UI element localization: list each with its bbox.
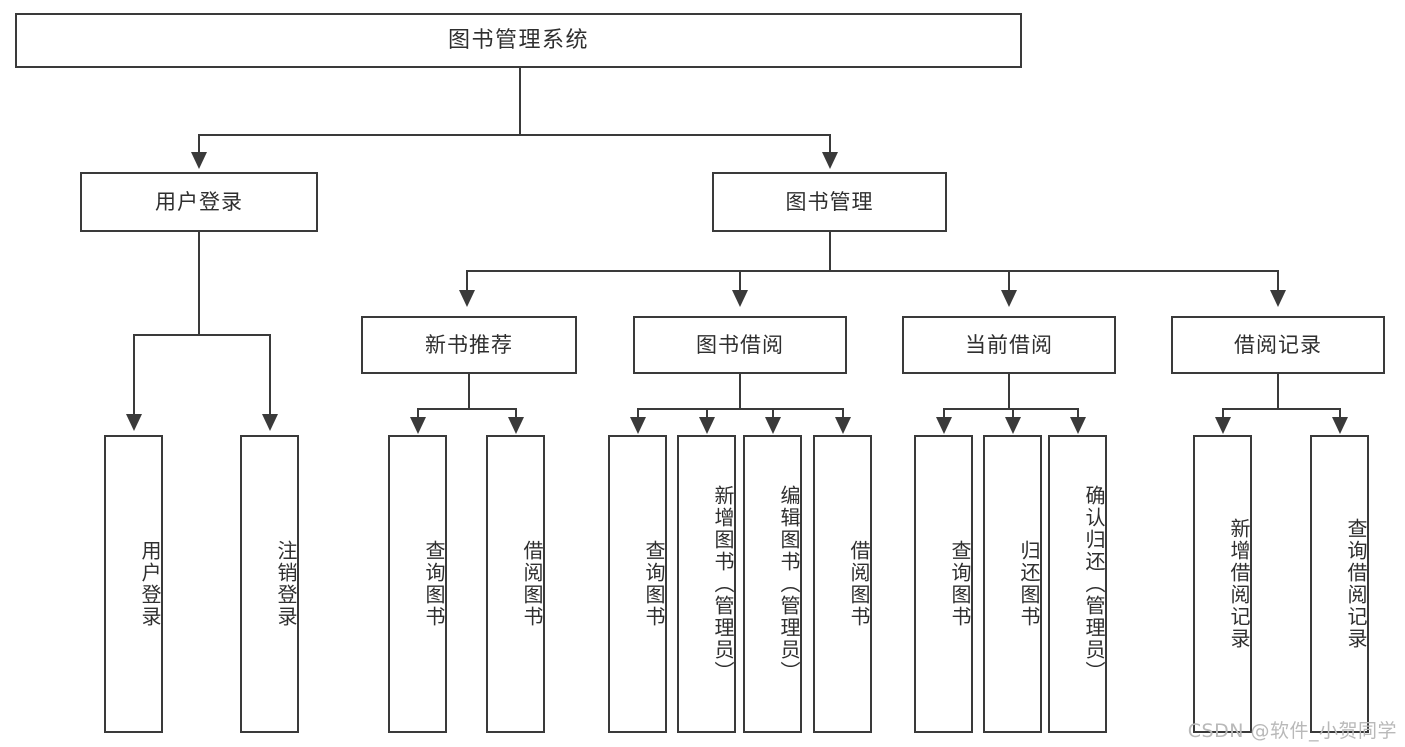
- arrowhead-borrow-record-leaf-2: [1332, 417, 1348, 434]
- leaf-user-logout[interactable]: 注销登录: [240, 435, 299, 733]
- leaf-recommend-borrow-book[interactable]: 借阅图书: [486, 435, 545, 733]
- connector-current-borrow-leaf-3: [1077, 408, 1079, 420]
- node-label: 查询图书: [642, 540, 666, 628]
- connector-user-login-leaf-2: [269, 334, 271, 416]
- connector-new-book-stem: [468, 374, 470, 410]
- arrowhead-book-borrow-leaf-1: [630, 417, 646, 434]
- node-label: 当前借阅: [965, 332, 1053, 357]
- arrowhead-current-borrow-leaf-1: [936, 417, 952, 434]
- connector-book-borrow-leaf-4: [842, 408, 844, 420]
- connector-new-book-leaf-2: [515, 408, 517, 420]
- connector-to-user-login: [198, 134, 200, 154]
- leaf-user-login[interactable]: 用户登录: [104, 435, 163, 733]
- arrowhead-user-login: [191, 152, 207, 169]
- node-user-login[interactable]: 用户登录: [80, 172, 318, 232]
- connector-book-management-stem: [829, 232, 831, 272]
- connector-book-borrow-leaf-3: [772, 408, 774, 420]
- connector-borrow-record-stem: [1277, 374, 1279, 410]
- node-label: 编辑图书（管理员）: [777, 485, 801, 683]
- node-label: 用户登录: [155, 189, 243, 214]
- node-label: 查询图书: [948, 540, 972, 628]
- arrowhead-current-borrow-leaf-3: [1070, 417, 1086, 434]
- node-borrow-record[interactable]: 借阅记录: [1171, 316, 1385, 374]
- leaf-borrow-borrow-book[interactable]: 借阅图书: [813, 435, 872, 733]
- arrowhead-book-management: [822, 152, 838, 169]
- arrowhead-current-borrow: [1001, 290, 1017, 307]
- arrowhead-borrow-record-leaf-1: [1215, 417, 1231, 434]
- leaf-borrow-query-book[interactable]: 查询图书: [608, 435, 667, 733]
- connector-to-current-borrow: [1008, 270, 1010, 292]
- arrowhead-book-borrow-leaf-2: [699, 417, 715, 434]
- node-label: 借阅记录: [1234, 332, 1322, 357]
- connector-book-borrow-leaf-2: [706, 408, 708, 420]
- node-label: 用户登录: [138, 540, 162, 628]
- arrowhead-current-borrow-leaf-2: [1005, 417, 1021, 434]
- connector-current-borrow-leaf-2: [1012, 408, 1014, 420]
- connector-to-new-book-recommend: [466, 270, 468, 292]
- connector-current-borrow-bus: [943, 408, 1078, 410]
- node-label: 新书推荐: [425, 332, 513, 357]
- node-label: 查询借阅记录: [1344, 518, 1368, 650]
- leaf-current-return-book[interactable]: 归还图书: [983, 435, 1042, 733]
- connector-book-borrow-bus: [637, 408, 843, 410]
- connector-user-login-bus: [133, 334, 270, 336]
- arrowhead-user-login-leaf-2: [262, 414, 278, 431]
- connector-borrow-record-bus: [1222, 408, 1340, 410]
- node-label: 借阅图书: [847, 540, 871, 628]
- node-label: 注销登录: [274, 540, 298, 628]
- connector-book-borrow-leaf-1: [637, 408, 639, 420]
- node-label: 查询图书: [422, 540, 446, 628]
- leaf-recommend-query-book[interactable]: 查询图书: [388, 435, 447, 733]
- leaf-current-query-book[interactable]: 查询图书: [914, 435, 973, 733]
- node-label: 图书借阅: [696, 332, 784, 357]
- connector-root-stem: [519, 68, 521, 135]
- leaf-borrow-edit-book-admin[interactable]: 编辑图书（管理员）: [743, 435, 802, 733]
- leaf-record-add-borrow-record[interactable]: 新增借阅记录: [1193, 435, 1252, 733]
- connector-current-borrow-stem: [1008, 374, 1010, 410]
- arrowhead-borrow-record: [1270, 290, 1286, 307]
- connector-new-book-leaf-1: [417, 408, 419, 420]
- connector-borrow-record-leaf-2: [1339, 408, 1341, 420]
- leaf-current-confirm-return-admin[interactable]: 确认归还（管理员）: [1048, 435, 1107, 733]
- connector-level2-bus: [466, 270, 1278, 272]
- node-label: 新增借阅记录: [1227, 518, 1251, 650]
- watermark: CSDN @软件_小贺同学: [1187, 720, 1397, 742]
- arrowhead-new-book-leaf-1: [410, 417, 426, 434]
- connector-level1-bus: [198, 134, 831, 136]
- node-label: 归还图书: [1017, 540, 1041, 628]
- node-book-management[interactable]: 图书管理: [712, 172, 947, 232]
- node-label: 新增图书（管理员）: [711, 485, 735, 683]
- arrowhead-new-book-recommend: [459, 290, 475, 307]
- connector-to-book-management: [829, 134, 831, 154]
- leaf-record-query-borrow-record[interactable]: 查询借阅记录: [1310, 435, 1369, 733]
- connector-user-login-leaf-1: [133, 334, 135, 416]
- node-label: 借阅图书: [520, 540, 544, 628]
- connector-new-book-bus: [417, 408, 516, 410]
- node-new-book-recommend[interactable]: 新书推荐: [361, 316, 577, 374]
- arrowhead-book-borrow-leaf-4: [835, 417, 851, 434]
- connector-borrow-record-leaf-1: [1222, 408, 1224, 420]
- arrowhead-user-login-leaf-1: [126, 414, 142, 431]
- connector-to-book-borrow: [739, 270, 741, 292]
- node-current-borrow[interactable]: 当前借阅: [902, 316, 1116, 374]
- node-book-borrow[interactable]: 图书借阅: [633, 316, 847, 374]
- node-label: 图书管理系统: [447, 27, 589, 53]
- connector-to-borrow-record: [1277, 270, 1279, 292]
- node-label: 确认归还（管理员）: [1082, 485, 1106, 683]
- arrowhead-book-borrow: [732, 290, 748, 307]
- leaf-borrow-add-book-admin[interactable]: 新增图书（管理员）: [677, 435, 736, 733]
- connector-book-borrow-stem: [739, 374, 741, 410]
- connector-user-login-stem: [198, 232, 200, 335]
- node-root-book-management-system[interactable]: 图书管理系统: [15, 13, 1022, 68]
- connector-current-borrow-leaf-1: [943, 408, 945, 420]
- arrowhead-book-borrow-leaf-3: [765, 417, 781, 434]
- arrowhead-new-book-leaf-2: [508, 417, 524, 434]
- node-label: 图书管理: [785, 189, 874, 214]
